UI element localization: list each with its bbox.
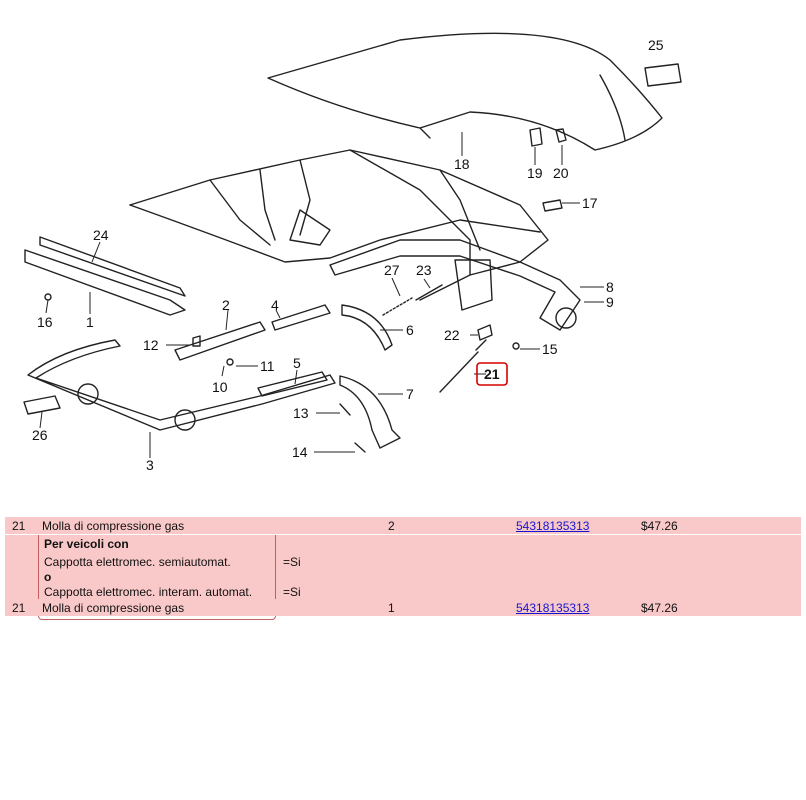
callout-18: 18 [454, 156, 470, 172]
condition-box: Per veicoli con Cappotta elettromec. sem… [38, 535, 301, 620]
convertible-top-exploded-view: 1 2 3 4 5 6 7 8 9 10 11 12 13 14 15 16 1… [23, 32, 682, 473]
callout-1: 1 [86, 314, 94, 330]
quantity: 2 [388, 519, 395, 533]
price: $47.26 [641, 601, 678, 615]
callout-3: 3 [146, 457, 154, 473]
callout-13: 13 [293, 405, 309, 421]
callout-12: 12 [143, 337, 159, 353]
callout-15: 15 [542, 341, 558, 357]
callout-21[interactable]: 21 [484, 366, 500, 382]
part-description: Molla di compressione gas [42, 519, 185, 533]
callout-27: 27 [384, 262, 400, 278]
highlighted-callout-box [476, 362, 508, 386]
table-row: 21 Molla di compressione gas 1 543181353… [5, 599, 801, 616]
callout-24: 24 [93, 227, 109, 243]
callout-10: 10 [212, 379, 228, 395]
condition-separator: o [44, 570, 52, 584]
condition-value-1: =Si [283, 555, 301, 569]
callout-11: 11 [260, 358, 275, 374]
callout-7: 7 [406, 386, 414, 402]
rail-24-drawing [39, 236, 186, 297]
price: $47.26 [641, 519, 678, 533]
callout-5: 5 [293, 355, 301, 371]
item-number: 21 [12, 601, 26, 615]
roof-cover-drawing [267, 32, 663, 151]
condition-title: Per veicoli con [44, 537, 129, 551]
part-description: Molla di compressione gas [42, 601, 185, 615]
item-number: 21 [12, 519, 26, 533]
callout-4: 4 [271, 297, 279, 313]
callout-6: 6 [406, 322, 414, 338]
callout-26: 26 [32, 427, 48, 443]
callout-20: 20 [553, 165, 569, 181]
callout-19: 19 [527, 165, 543, 181]
table-row: 21 Molla di compressione gas 2 543181353… [5, 517, 801, 534]
condition-line-1: Cappotta elettromec. semiautomat. [44, 555, 231, 569]
callout-9: 9 [606, 294, 614, 310]
condition-line-2: Cappotta elettromec. interam. automat. [44, 585, 253, 599]
condition-value-2: =Si [283, 585, 301, 599]
callout-8: 8 [606, 279, 614, 295]
callout-16: 16 [37, 314, 53, 330]
callout-2: 2 [222, 297, 230, 313]
part-number-link[interactable]: 54318135313 [516, 519, 590, 533]
callout-23: 23 [416, 262, 432, 278]
parts-diagram: 1 2 3 4 5 6 7 8 9 10 11 12 13 14 15 16 1… [23, 32, 682, 473]
quantity: 1 [388, 601, 395, 615]
part-number-link[interactable]: 54318135313 [516, 601, 590, 615]
callout-22: 22 [444, 327, 460, 343]
rail-1-drawing [24, 249, 186, 316]
callout-25: 25 [648, 37, 664, 53]
callout-17: 17 [582, 195, 598, 211]
callout-14: 14 [292, 444, 308, 460]
